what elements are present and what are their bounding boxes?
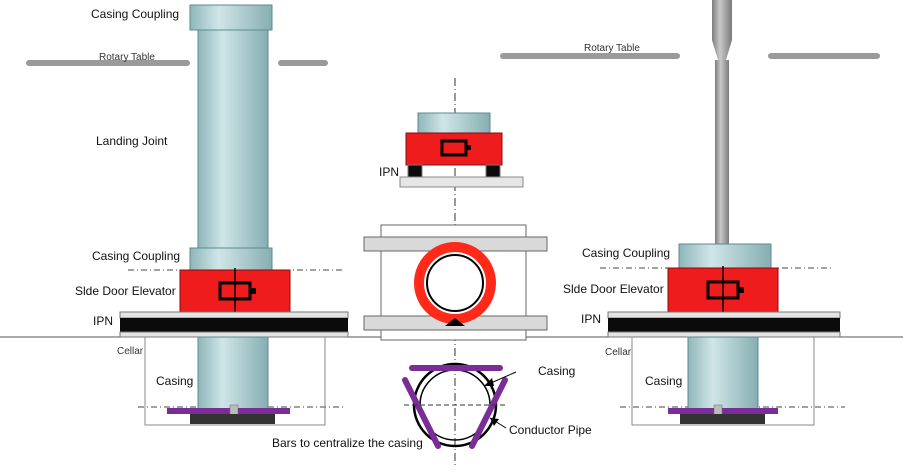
mid-top-latch-tab	[466, 145, 471, 150]
right-lifting-rod-taper	[712, 40, 732, 60]
label-right-casing: Casing	[645, 374, 682, 388]
left-ipn-beam-core	[120, 318, 348, 332]
left-conductor-top	[190, 414, 275, 424]
left-elevator-latch-tab	[250, 288, 256, 294]
mid-top-ipn-right	[485, 164, 501, 178]
label-left-coupling: Casing Coupling	[92, 249, 180, 263]
mid-top-base	[399, 176, 524, 188]
left-ipn-beam-base	[119, 331, 349, 338]
landing-joint-pipe	[197, 29, 269, 251]
left-casing-coupling	[189, 247, 273, 271]
conductor-arrowhead	[490, 418, 499, 426]
right-lifting-rod	[715, 60, 729, 244]
label-left-ipn: IPN	[93, 314, 113, 328]
left-top-coupling	[189, 4, 273, 31]
casing-arrowhead	[484, 378, 494, 386]
left-casing-pipe	[197, 336, 269, 418]
label-mid-ipn: IPN	[379, 165, 399, 179]
mid-bar-right	[469, 377, 508, 449]
right-elevator-latch-tab	[738, 287, 744, 293]
label-bars-note: Bars to centralize the casing	[272, 436, 423, 450]
right-rotary-table-left	[500, 53, 680, 59]
left-assembly	[26, 4, 349, 426]
label-conductor-pipe: Conductor Pipe	[509, 423, 592, 437]
right-ipn-beam-base	[607, 331, 841, 338]
mid-casing-circle	[426, 254, 484, 312]
right-conductor-top	[680, 414, 765, 424]
label-left-elevator: Slde Door Elevator	[75, 284, 176, 298]
label-left-casing: Casing	[156, 374, 193, 388]
left-ipn-beam	[119, 311, 349, 319]
right-ipn-beam-core	[608, 318, 840, 332]
label-right-coupling: Casing Coupling	[582, 246, 670, 260]
right-centralizer-bars	[668, 408, 778, 414]
right-lifting-rod-top	[712, 0, 732, 40]
right-casing-coupling	[678, 243, 772, 270]
right-casing-pipe	[687, 336, 759, 418]
mid-top-ipn-left	[407, 164, 423, 178]
label-mid-casing: Casing	[538, 364, 575, 378]
label-left-top-coupling: Casing Coupling	[91, 7, 179, 21]
label-right-cellar: Cellar	[605, 347, 632, 358]
labels: Casing Coupling Rotary Table Landing Joi…	[75, 7, 682, 450]
right-ipn-beam	[607, 311, 841, 319]
left-rotary-table-left	[26, 60, 190, 66]
label-left-rotary: Rotary Table	[99, 52, 155, 63]
right-assembly	[500, 0, 880, 426]
left-rotary-table-right	[278, 60, 328, 66]
mid-top-pipe	[417, 112, 491, 136]
left-cellar	[144, 337, 326, 426]
mid-ring-hinge	[445, 318, 465, 326]
label-right-rotary: Rotary Table	[584, 43, 640, 54]
label-right-ipn: IPN	[581, 312, 601, 326]
right-rotary-table-right	[768, 53, 880, 59]
left-centralizer-bars	[167, 408, 290, 414]
label-left-cellar: Cellar	[117, 346, 144, 357]
mid-top-elevator	[405, 132, 503, 166]
label-landing-joint: Landing Joint	[96, 134, 168, 148]
mid-bar-left	[402, 377, 441, 449]
right-cellar	[631, 337, 815, 426]
middle-assembly	[363, 78, 548, 466]
label-right-elevator: Slde Door Elevator	[563, 282, 664, 296]
